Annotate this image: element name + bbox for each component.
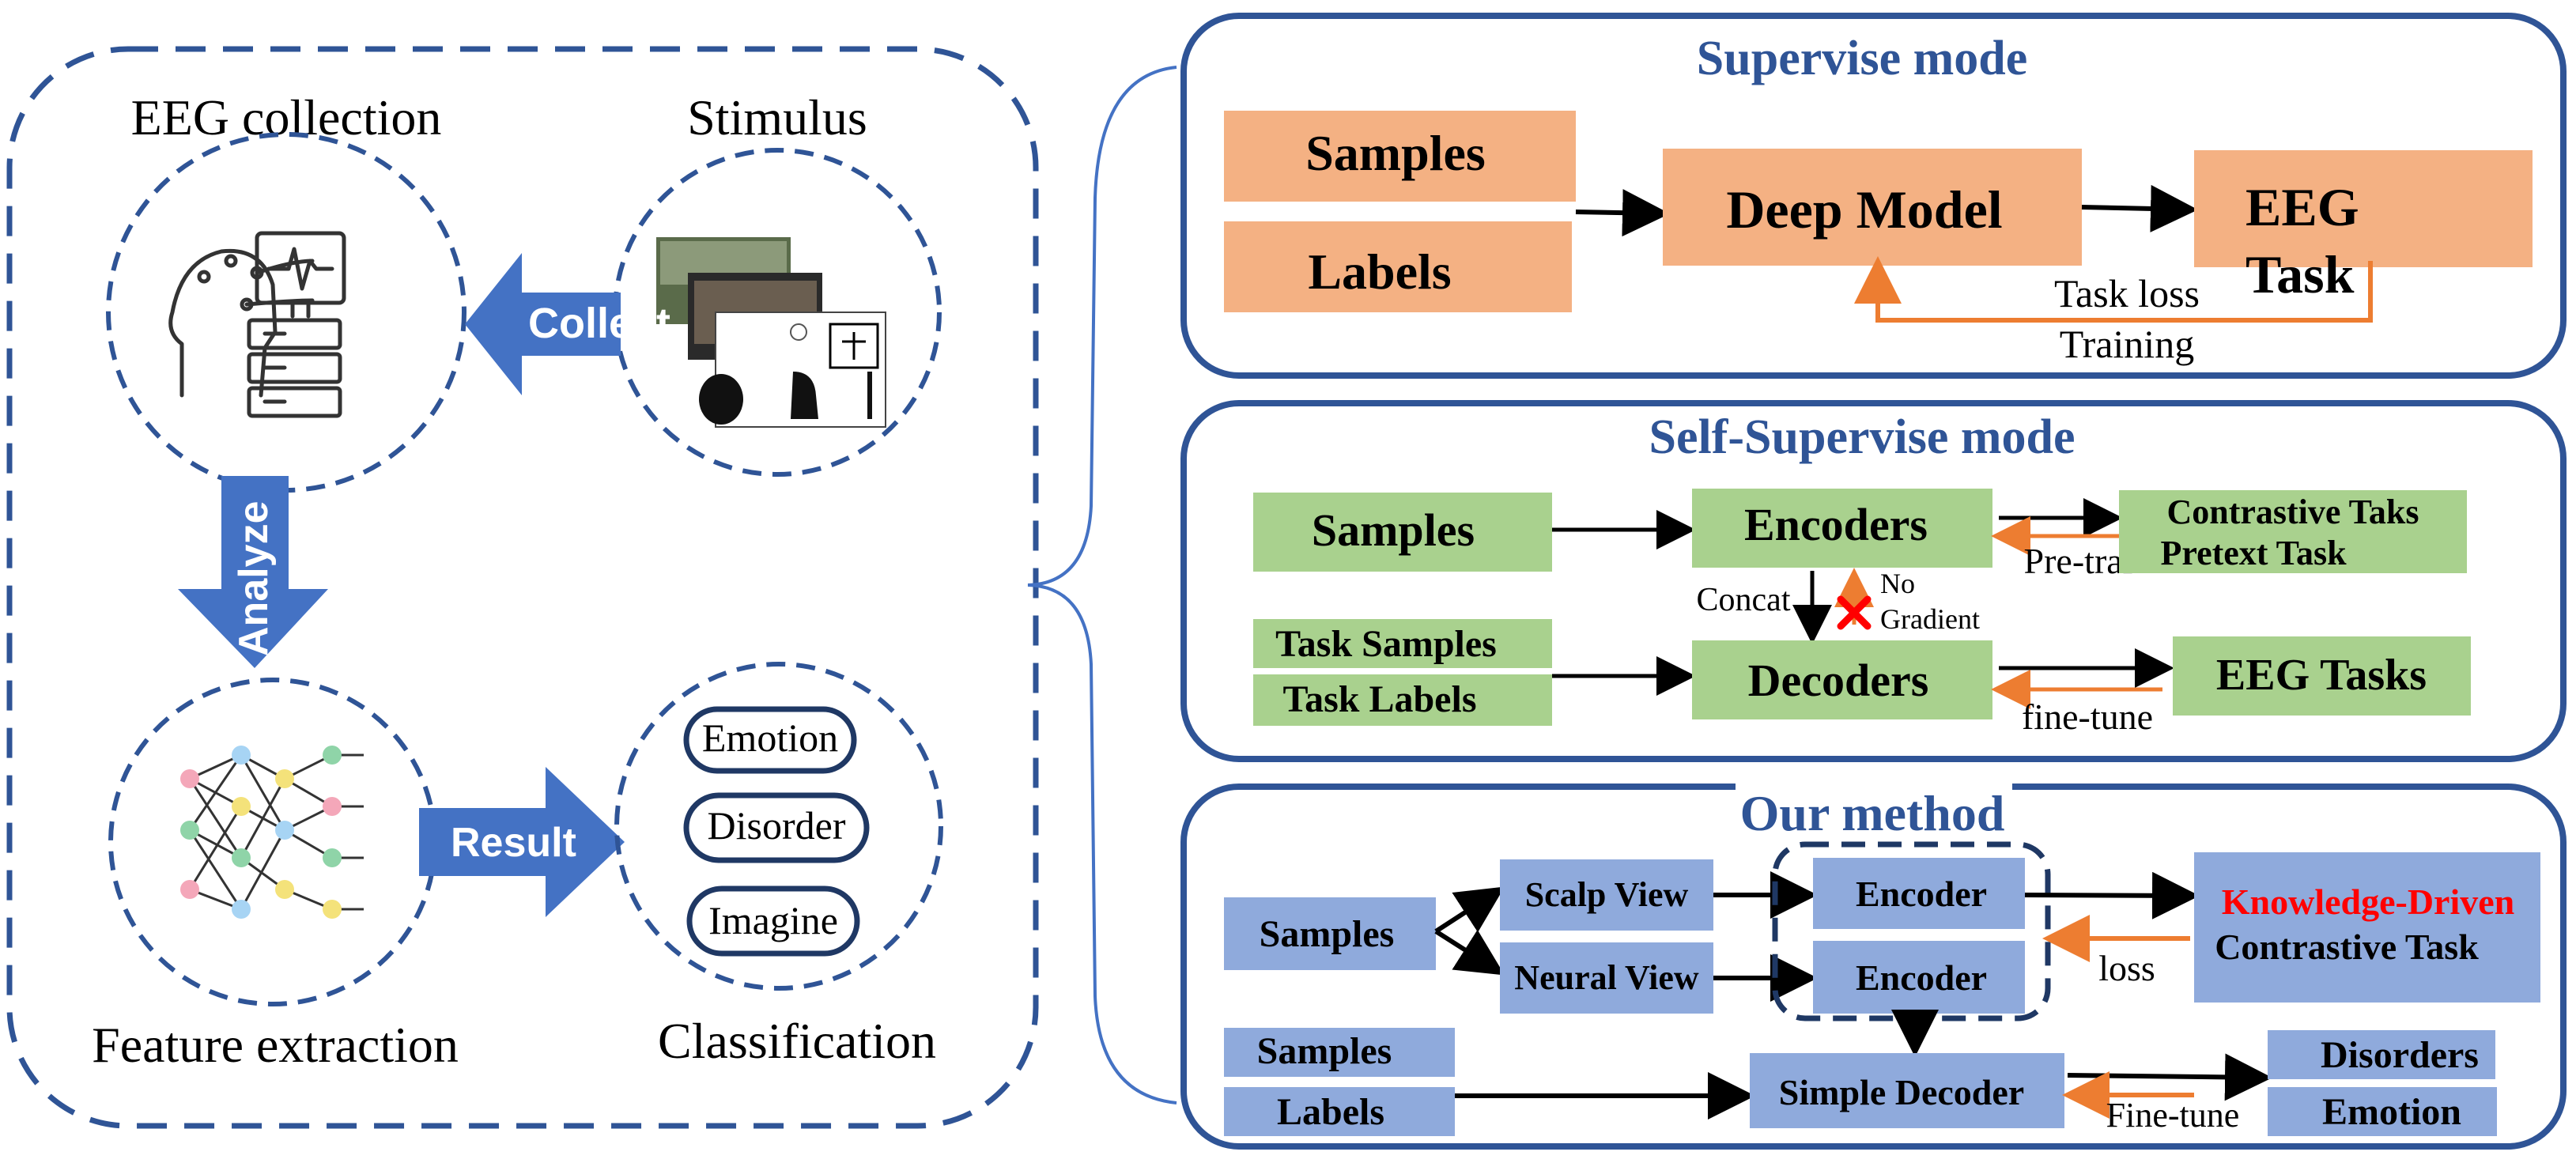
arrow-decoder-to-outputs xyxy=(2067,1053,2272,1101)
arrow-samples-to-model xyxy=(1575,189,1670,237)
pretext-label: Pretext Task xyxy=(2160,534,2347,572)
encoders-label: Encoders xyxy=(1744,499,1928,550)
training-label: Training xyxy=(2060,322,2194,366)
encoder-top-label: Encoder xyxy=(1856,874,1987,914)
collect-arrow xyxy=(465,253,621,395)
eeg-tasks-label: EEG Tasks xyxy=(2216,651,2427,700)
disorders-box xyxy=(2268,1030,2495,1079)
collect-label: Collect xyxy=(528,300,670,347)
analyze-arrow xyxy=(178,476,328,668)
classification-label: Classification xyxy=(658,1013,936,1069)
scalp-view-label: Scalp View xyxy=(1525,875,1689,914)
task-samples-label: Task Samples xyxy=(1275,623,1497,665)
our-method-title: Our method xyxy=(1740,785,2005,841)
class-emotion-label: Emotion xyxy=(702,716,838,760)
contrastive-box xyxy=(2119,490,2467,573)
no-gradient-cross-icon xyxy=(1837,595,1872,630)
ss-samples-label: Samples xyxy=(1312,504,1475,556)
om-samples2-box xyxy=(1224,1028,1455,1077)
om-samples-box xyxy=(1224,897,1436,970)
section-brace xyxy=(1027,66,1177,1104)
ss-finetune-label: fine-tune xyxy=(2022,697,2153,737)
supervise-samples-label: Samples xyxy=(1305,125,1486,181)
classification-circle xyxy=(614,662,943,991)
simple-decoder-label: Simple Decoder xyxy=(1779,1072,2024,1112)
emotion-label: Emotion xyxy=(2322,1091,2461,1133)
om-labels-label: Labels xyxy=(1277,1091,1384,1133)
neural-view-box xyxy=(1500,942,1713,1014)
neural-network-icon xyxy=(180,746,364,919)
result-arrow xyxy=(419,767,625,917)
ss-samples-box xyxy=(1253,493,1552,572)
eeg-tasks-box xyxy=(2173,636,2471,716)
arrow-samples-to-neural xyxy=(1434,929,1505,976)
contrastive-label: Contrastive Taks xyxy=(2166,493,2419,531)
eeg-task-line2: Task xyxy=(2246,244,2355,304)
concat-label: Concat xyxy=(1697,582,1791,618)
disorders-label: Disorders xyxy=(2321,1034,2479,1076)
eeg-headset-icon xyxy=(168,231,346,418)
om-finetune-label: Fine-tune xyxy=(2106,1096,2240,1135)
arrow-encoder-to-kd xyxy=(2024,871,2200,919)
loss-label: loss xyxy=(2098,948,2155,988)
class-disorder-label: Disorder xyxy=(708,803,846,848)
decoders-label: Decoders xyxy=(1748,655,1929,706)
eeg-task-line1: EEG xyxy=(2246,177,2359,237)
self-supervise-title: Self-Supervise mode xyxy=(1649,410,2075,464)
feature-extraction-circle xyxy=(108,678,437,1006)
task-samples-box xyxy=(1253,619,1552,668)
knowledge-driven-label: Knowledge-Driven xyxy=(2222,882,2515,922)
kd-contrastive-box xyxy=(2194,852,2540,1003)
stimulus-images xyxy=(656,237,886,428)
deep-model-box xyxy=(1663,149,2082,266)
encoder-bottom-box xyxy=(1813,941,2025,1014)
left-panel-frame xyxy=(6,46,1039,1129)
om-samples-label: Samples xyxy=(1260,913,1395,955)
training-feedback-arrow xyxy=(1854,256,2373,323)
deep-model-label: Deep Model xyxy=(1726,179,2002,240)
class-pill-disorder xyxy=(683,792,870,863)
decoders-box xyxy=(1692,640,1992,719)
supervise-labels-box xyxy=(1224,221,1572,312)
contrastive-task-label: Contrastive Task xyxy=(2215,927,2479,967)
task-labels-box xyxy=(1253,674,1552,726)
eeg-task-box xyxy=(2194,150,2533,267)
result-label: Result xyxy=(451,820,576,866)
stimulus-label: Stimulus xyxy=(687,89,867,145)
class-pill-emotion xyxy=(683,706,857,774)
scalp-view-box xyxy=(1500,859,1713,931)
simple-decoder-box xyxy=(1750,1053,2064,1128)
encoders-box xyxy=(1692,489,1992,568)
task-labels-label: Task Labels xyxy=(1282,678,1476,720)
self-supervise-panel xyxy=(1180,400,2567,762)
feature-extraction-label: Feature extraction xyxy=(92,1017,459,1073)
encoder-bottom-label: Encoder xyxy=(1856,957,1987,998)
emotion-box xyxy=(2268,1087,2497,1136)
no-label: No xyxy=(1880,568,1915,599)
om-samples2-label: Samples xyxy=(1257,1030,1392,1072)
arrow-model-to-task xyxy=(2081,184,2198,232)
neural-view-label: Neural View xyxy=(1514,958,1699,997)
analyze-label: Analyze xyxy=(231,500,277,656)
class-imagine-label: Imagine xyxy=(708,898,838,942)
supervise-labels-label: Labels xyxy=(1308,244,1451,300)
encoder-top-box xyxy=(1813,858,2025,929)
class-pill-imagine xyxy=(686,885,860,957)
task-loss-label: Task loss xyxy=(2054,271,2200,315)
stimulus-circle xyxy=(613,148,942,477)
gradient-label: Gradient xyxy=(1880,603,1980,635)
supervise-samples-box xyxy=(1224,111,1576,202)
eeg-collection-label: EEG collection xyxy=(131,89,442,145)
om-labels-box xyxy=(1224,1087,1455,1136)
our-method-title-bg xyxy=(1736,783,2012,846)
arrow-samples-to-scalp xyxy=(1434,886,1505,934)
eeg-collection-circle xyxy=(106,132,466,493)
supervise-panel xyxy=(1180,13,2567,379)
supervise-title: Supervise mode xyxy=(1697,32,2028,85)
